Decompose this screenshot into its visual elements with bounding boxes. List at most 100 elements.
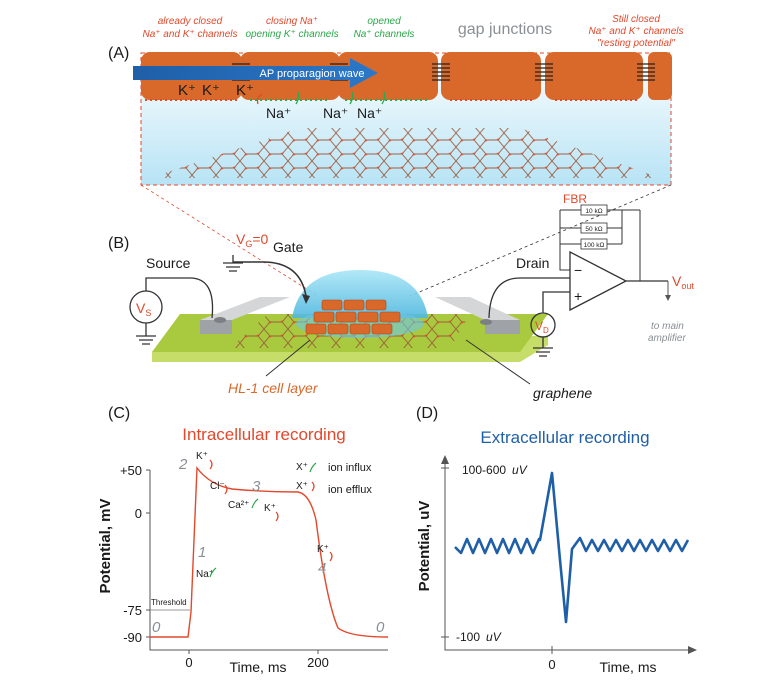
- panel-c-title: Intracellular recording: [182, 425, 345, 444]
- op-amp-icon: [569, 250, 628, 312]
- ann-opened-1: opened: [367, 16, 401, 27]
- cell-5: [545, 52, 643, 100]
- resistor-50k-label: 50 kΩ: [585, 226, 602, 233]
- d-y-arrow-icon: [441, 455, 449, 464]
- panel-c-ticks: [146, 469, 319, 654]
- resistor-100k-label: 100 kΩ: [584, 242, 605, 249]
- gate-electrode-tip: [302, 294, 310, 304]
- panel-c-label: (C): [108, 405, 130, 422]
- ion-flux-arrows-c: [209, 459, 333, 578]
- gap-junctions-label: gap junctions: [458, 21, 552, 38]
- phase-2: 2: [178, 456, 188, 473]
- c-xtick-200: 200: [307, 655, 329, 670]
- drain-ground-icon: [533, 337, 553, 357]
- ann-still-closed-3: "resting potential": [597, 38, 675, 49]
- phase-3: 3: [252, 478, 261, 495]
- drain-label: Drain: [516, 255, 549, 271]
- c-ytick-90: -90: [123, 630, 142, 645]
- c-ytick-0: 0: [135, 506, 142, 521]
- panel-c: (C) Intracellular recording Potential, m…: [97, 405, 389, 675]
- cell-3: [338, 52, 438, 100]
- panel-b-label: (B): [108, 235, 129, 252]
- d-xtick-0: 0: [548, 657, 555, 672]
- flux-arrows-a: [256, 91, 386, 105]
- ion-c-ca: Ca²⁺: [228, 500, 249, 511]
- to-main-amp-1: to main: [651, 321, 684, 332]
- resistor-10k: [580, 204, 608, 216]
- hl1-caption: HL-1 cell layer: [228, 380, 319, 396]
- ion-c-k1: K⁺: [196, 451, 208, 462]
- legend-x-influx: X⁺: [296, 462, 308, 473]
- ann-still-closed-1: Still closed: [612, 14, 660, 25]
- source-electrode: [200, 297, 290, 334]
- ann-closing-2: opening K⁺ channels: [245, 29, 338, 40]
- phase-1: 1: [198, 544, 206, 561]
- c-xtick-0: 0: [185, 655, 192, 670]
- fbr-label: FBR: [563, 192, 587, 206]
- resistor-100k: [580, 238, 608, 250]
- resistor-50k: [580, 222, 608, 234]
- d-x-arrow-icon: [688, 646, 697, 654]
- extracellular-spike-curve: [454, 471, 690, 624]
- ann-already-closed-2: Na⁺ and K⁺ channels: [142, 29, 237, 40]
- panel-d-title: Extracellular recording: [480, 428, 649, 447]
- legend-influx-label: ion influx: [328, 462, 372, 474]
- resistor-10k-label: 10 kΩ: [585, 208, 602, 215]
- ion-k-1: K⁺: [178, 82, 196, 99]
- drain-wire: [488, 277, 570, 319]
- ion-k-3: K⁺: [236, 82, 254, 99]
- source-ground-icon: [136, 323, 156, 345]
- ap-wave-arrow: [133, 58, 378, 88]
- hl1-cells-cluster: [305, 299, 401, 335]
- gate-wire: [233, 261, 307, 297]
- ion-k-2: K⁺: [202, 82, 220, 99]
- legend-influx-arrow: [309, 462, 317, 473]
- panel-a-label: (A): [108, 45, 129, 62]
- panel-d-axes: [444, 460, 692, 651]
- c-ytick-75: -75: [123, 603, 142, 618]
- ion-na-3: Na⁺: [357, 105, 382, 121]
- legend-efflux-arrow: [311, 481, 315, 492]
- legend-efflux-label: ion efflux: [328, 484, 372, 496]
- graphene-lattice-a: [150, 128, 660, 178]
- panel-c-axes: [149, 470, 388, 651]
- vd-wire: [542, 291, 570, 313]
- legend-x-efflux: X⁺: [296, 481, 308, 492]
- panel-b: (B): [108, 192, 694, 401]
- ion-c-cl: Cl⁻: [210, 481, 225, 492]
- vs-label: VS: [136, 300, 151, 318]
- op-amp-minus: −: [574, 262, 582, 278]
- c-ytick-50: +50: [120, 463, 142, 478]
- panel-c-xlabel: Time, ms: [229, 659, 286, 675]
- ion-c-k2: K⁺: [264, 503, 276, 514]
- vs-meter-icon: [129, 290, 163, 324]
- phase-4: 4: [318, 560, 326, 577]
- ion-c-na: Na⁺: [196, 569, 214, 580]
- drain-electrode: [435, 297, 520, 334]
- op-amp-plus: +: [574, 288, 582, 304]
- panel-d: (D) Extracellular recording Potential, u…: [416, 405, 697, 675]
- zoom-line-right: [409, 184, 672, 297]
- source-label: Source: [146, 255, 191, 271]
- ann-already-closed-1: already closed: [158, 16, 223, 27]
- vout-label: Vout: [672, 273, 694, 291]
- phase-0-end: 0: [376, 619, 385, 636]
- phase-0-start: 0: [152, 619, 161, 636]
- ion-c-k3: K⁺: [317, 544, 329, 555]
- ion-na-2: Na⁺: [323, 105, 348, 121]
- panel-c-ylabel: Potential, mV: [97, 498, 114, 593]
- ann-opened-2: Na⁺ channels: [354, 29, 415, 40]
- panel-d-xlabel: Time, ms: [599, 659, 656, 675]
- gate-ground-icon: [223, 255, 243, 272]
- panel-d-label: (D): [416, 405, 438, 422]
- panel-a: (A) already closed Na⁺ and K⁺ channels c…: [108, 14, 684, 186]
- ann-still-closed-2: Na⁺ and K⁺ channels: [588, 26, 683, 37]
- source-wire: [145, 277, 214, 319]
- panel-d-ylabel: Potential, uV: [416, 501, 433, 592]
- vd-label: VD: [535, 319, 549, 335]
- hl1-pointer: [265, 339, 311, 377]
- graphene-pointer: [465, 339, 531, 385]
